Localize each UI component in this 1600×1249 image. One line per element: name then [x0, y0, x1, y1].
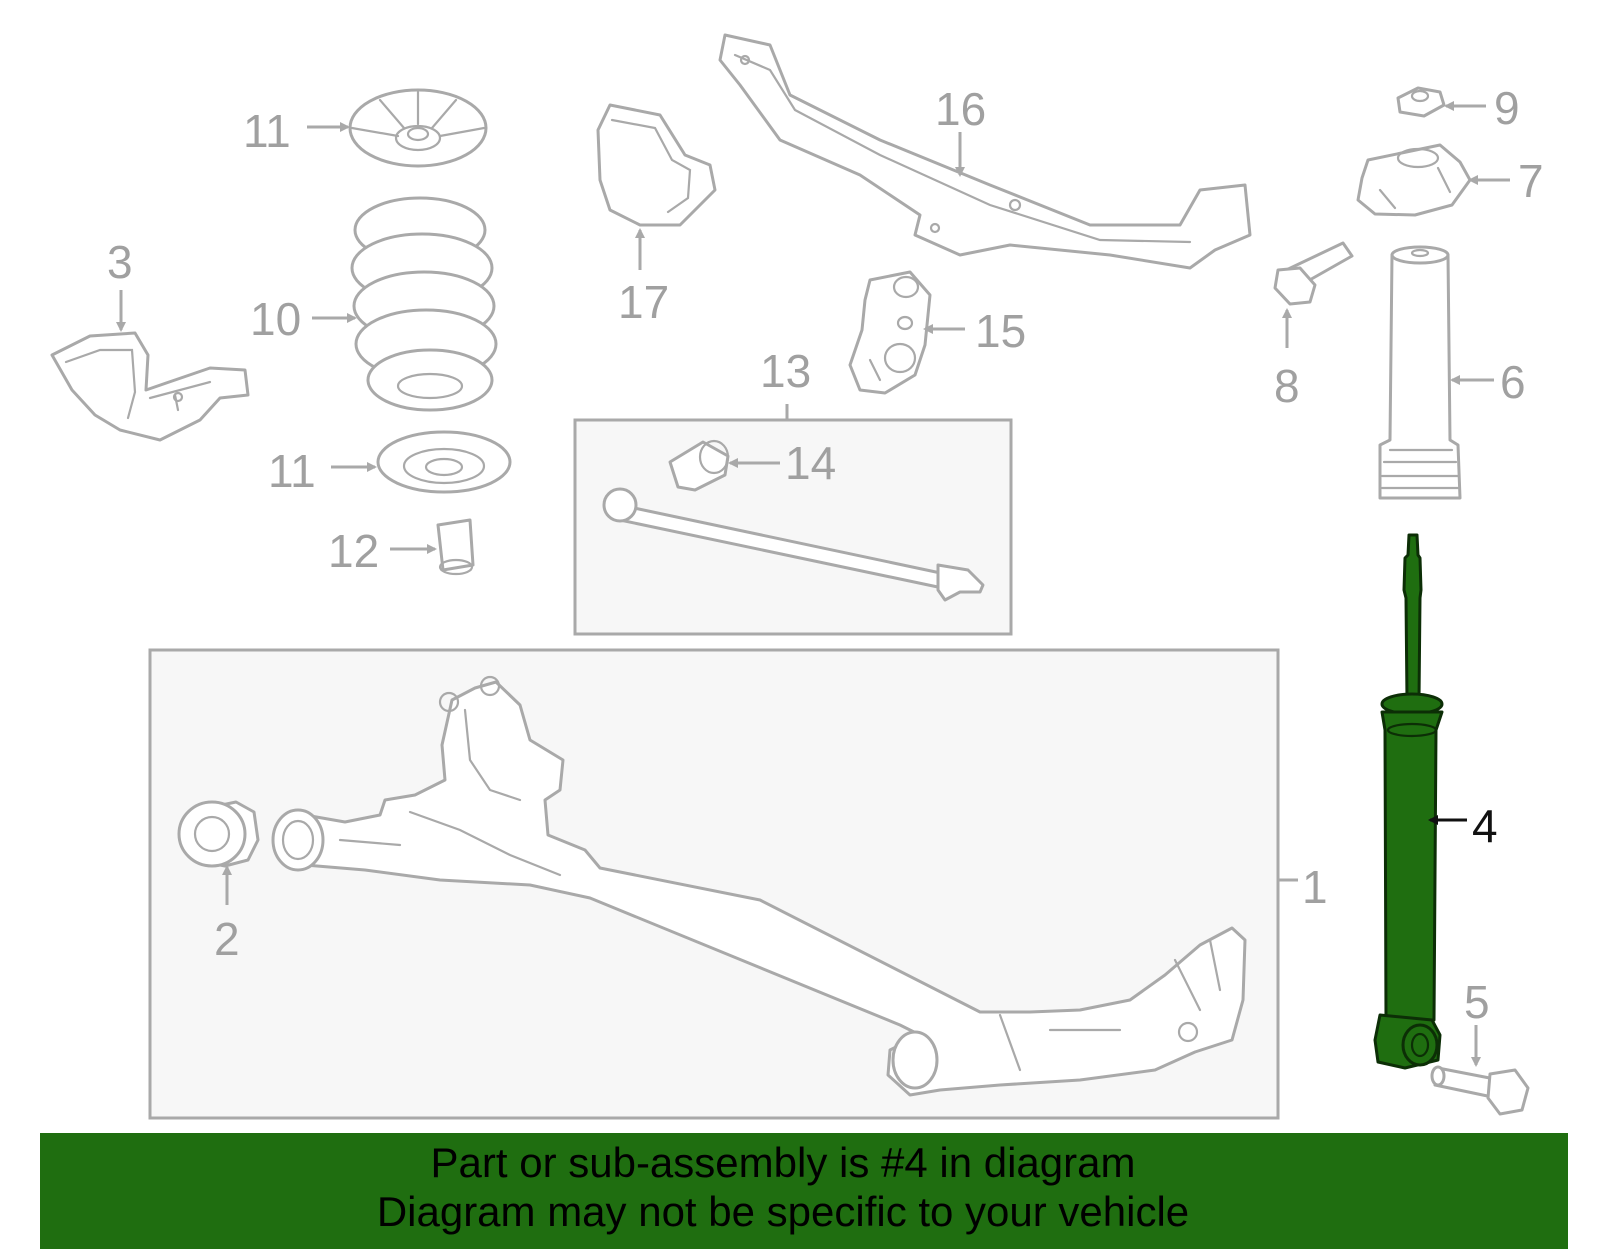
label-2: 2: [214, 913, 240, 965]
label-12: 12: [328, 525, 379, 577]
label-8: 8: [1274, 360, 1300, 412]
label-5: 5: [1464, 976, 1490, 1028]
banner-part-note: Part or sub-assembly is #4 in diagram: [430, 1139, 1136, 1186]
label-15: 15: [975, 305, 1026, 357]
part-3-bracket: [50, 331, 250, 442]
part-4-shock-absorber: [1373, 533, 1444, 1070]
part-13-track-bar: [602, 487, 985, 602]
part-16-crossmember: [718, 33, 1252, 270]
label-6: 6: [1500, 356, 1526, 408]
label-13: 13: [760, 345, 811, 397]
label-10: 10: [250, 293, 301, 345]
banner-disclaimer: Diagram may not be specific to your vehi…: [376, 1188, 1190, 1235]
part-17-bracket: [596, 103, 717, 227]
label-1: 1: [1302, 861, 1328, 913]
label-7: 7: [1518, 155, 1544, 207]
label-17: 17: [618, 276, 669, 328]
leader-lines: [116, 101, 1510, 1067]
info-banner: Part or sub-assembly is #4 in diagram Di…: [40, 1133, 1568, 1249]
label-11-top: 11: [243, 105, 291, 157]
label-3: 3: [107, 236, 133, 288]
part-8-bolt: [1273, 241, 1354, 306]
label-9: 9: [1494, 82, 1520, 134]
part-7-upper-mount: [1356, 143, 1472, 217]
part-10-coil-spring: [350, 196, 498, 412]
callout-labels: 11 10 11 12 3 2 17 16 13 14 15 9 7 8 6 1…: [107, 82, 1544, 1028]
label-4: 4: [1472, 800, 1498, 852]
part-2-bushing: [177, 800, 260, 868]
label-14: 14: [785, 437, 836, 489]
part-6-dust-boot: [1378, 245, 1462, 500]
part-11-upper-insulator: [348, 88, 488, 168]
part-9-nut: [1396, 86, 1446, 118]
label-16: 16: [935, 83, 986, 135]
part-15-bracket: [848, 270, 932, 395]
part-14-bushing: [668, 439, 730, 492]
part-11-lower-insulator: [376, 430, 512, 494]
part-12-bump-stop: [436, 518, 475, 576]
part-1-axle-beam: [271, 675, 1247, 1097]
part-5-bolt: [1430, 1065, 1530, 1116]
label-11-bottom: 11: [268, 445, 316, 497]
